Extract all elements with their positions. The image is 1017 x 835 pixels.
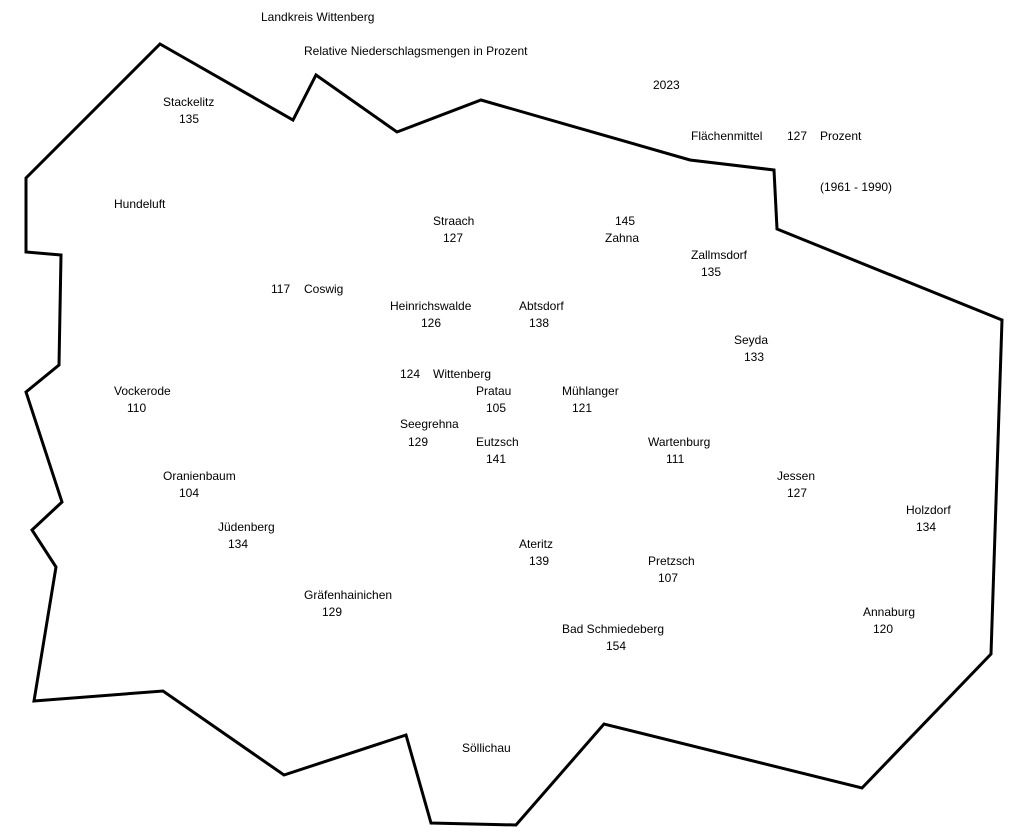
district-boundary <box>24 42 1004 827</box>
place-name-vockerode: Vockerode <box>114 384 171 398</box>
place-name-bad-schmiedeberg: Bad Schmiedeberg <box>562 622 665 636</box>
place-value-eutzsch: 141 <box>486 452 507 466</box>
place-name-hundeluft: Hundeluft <box>114 197 166 211</box>
place-value-pretzsch: 107 <box>658 571 679 585</box>
place-value-straach: 127 <box>443 231 464 245</box>
place-value-muehlanger: 121 <box>572 401 593 415</box>
place-name-wittenberg: Wittenberg <box>433 367 492 381</box>
place-value-pratau: 105 <box>486 401 507 415</box>
place-name-soellichau: Söllichau <box>462 741 511 755</box>
place-name-holzdorf: Holzdorf <box>906 503 951 517</box>
place-value-abtsdorf: 138 <box>529 316 550 330</box>
place-value-graefenhainichen: 129 <box>322 605 343 619</box>
place-name-jessen: Jessen <box>777 469 816 483</box>
place-value-juedenberg: 134 <box>228 537 249 551</box>
place-value-zallmsdorf: 135 <box>701 265 722 279</box>
legend-period: (1961 - 1990) <box>820 180 893 194</box>
place-value-seyda: 133 <box>744 350 765 364</box>
legend-label: Flächenmittel <box>691 129 763 143</box>
place-name-seyda: Seyda <box>734 333 769 347</box>
place-name-stackelitz: Stackelitz <box>163 95 215 109</box>
place-name-pratau: Pratau <box>476 384 512 398</box>
place-name-juedenberg: Jüdenberg <box>218 520 275 534</box>
place-value-jessen: 127 <box>787 486 808 500</box>
place-name-pretzsch: Pretzsch <box>648 554 695 568</box>
place-name-zahna: Zahna <box>605 231 640 245</box>
place-value-bad-schmiedeberg: 154 <box>606 639 627 653</box>
map-title: Landkreis Wittenberg <box>261 10 375 24</box>
place-value-vockerode: 110 <box>127 401 147 415</box>
place-name-straach: Straach <box>433 214 475 228</box>
place-value-wartenburg: 111 <box>666 452 685 466</box>
place-name-heinrichswalde: Heinrichswalde <box>390 299 472 313</box>
place-value-holzdorf: 134 <box>916 520 937 534</box>
legend-value: 127 <box>787 129 808 143</box>
place-name-graefenhainichen: Gräfenhainichen <box>304 588 393 602</box>
legend-unit: Prozent <box>820 129 862 143</box>
place-value-heinrichswalde: 126 <box>421 316 442 330</box>
place-name-seegrehna: Seegrehna <box>400 417 459 431</box>
place-value-annaburg: 120 <box>873 622 894 636</box>
year-label: 2023 <box>653 78 680 92</box>
place-value-seegrehna: 129 <box>408 435 429 449</box>
place-value-stackelitz: 135 <box>179 112 200 126</box>
place-name-zallmsdorf: Zallmsdorf <box>691 248 748 262</box>
place-name-muehlanger: Mühlanger <box>562 384 619 398</box>
place-name-abtsdorf: Abtsdorf <box>519 299 564 313</box>
place-value-ateritz: 139 <box>529 554 550 568</box>
place-name-coswig: Coswig <box>304 282 344 296</box>
place-value-coswig: 117 <box>271 282 291 296</box>
place-value-oranienbaum: 104 <box>179 486 200 500</box>
map-subtitle: Relative Niederschlagsmengen in Prozent <box>304 44 528 58</box>
place-value-zahna: 145 <box>615 214 636 228</box>
place-name-wartenburg: Wartenburg <box>648 435 711 449</box>
place-value-wittenberg: 124 <box>400 367 421 381</box>
place-name-oranienbaum: Oranienbaum <box>163 469 236 483</box>
place-name-ateritz: Ateritz <box>519 537 554 551</box>
place-name-annaburg: Annaburg <box>863 605 916 619</box>
place-name-eutzsch: Eutzsch <box>476 435 519 449</box>
